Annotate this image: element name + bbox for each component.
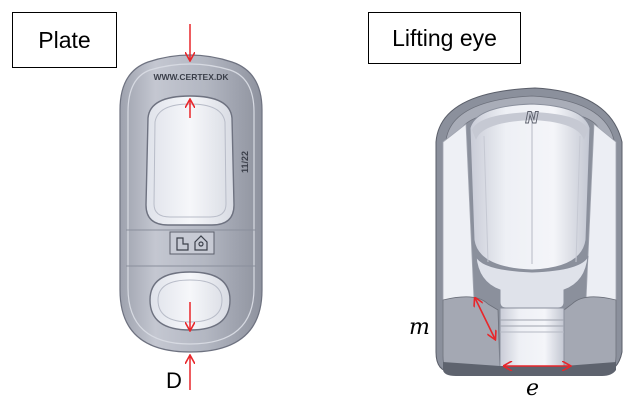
plate-engraving-url: WWW.CERTEX.DK — [153, 72, 229, 82]
dimension-label-m: m — [409, 315, 430, 340]
lifting-eye-title: Lifting eye — [392, 24, 497, 51]
eye-inner-cavity — [469, 103, 591, 271]
eye-seam-right — [575, 135, 581, 263]
eye-section-left — [442, 296, 501, 373]
eye-top-mark: N — [525, 108, 539, 127]
eye-bore — [499, 307, 565, 373]
plate-upper-hole — [145, 95, 235, 226]
plate-logo-icon — [176, 235, 208, 251]
plate-rim — [127, 63, 255, 345]
eye-section-right — [561, 296, 617, 373]
plate-engraving-code: 11/22 — [240, 151, 250, 173]
eye-dimension-arrows — [475, 298, 570, 366]
dimension-label-e: e — [526, 376, 540, 401]
plate-lower-hole-bevel — [157, 279, 223, 323]
eye-cavity-shadow — [472, 112, 588, 140]
plate-title-box: Plate — [12, 12, 117, 68]
lifting-eye-drawing: N — [435, 87, 623, 376]
eye-seam-left — [483, 135, 489, 263]
plate-title: Plate — [38, 26, 91, 53]
lifting-eye-title-box: Lifting eye — [368, 12, 521, 64]
plate-lower-hole — [149, 271, 231, 331]
eye-shoulder — [475, 255, 589, 309]
plate-drawing: WWW.CERTEX.DK 11/22 — [119, 54, 263, 353]
plate-upper-hole-bevel — [153, 103, 227, 218]
dimension-label-d: D — [166, 368, 182, 393]
eye-arrow-m — [475, 298, 495, 339]
